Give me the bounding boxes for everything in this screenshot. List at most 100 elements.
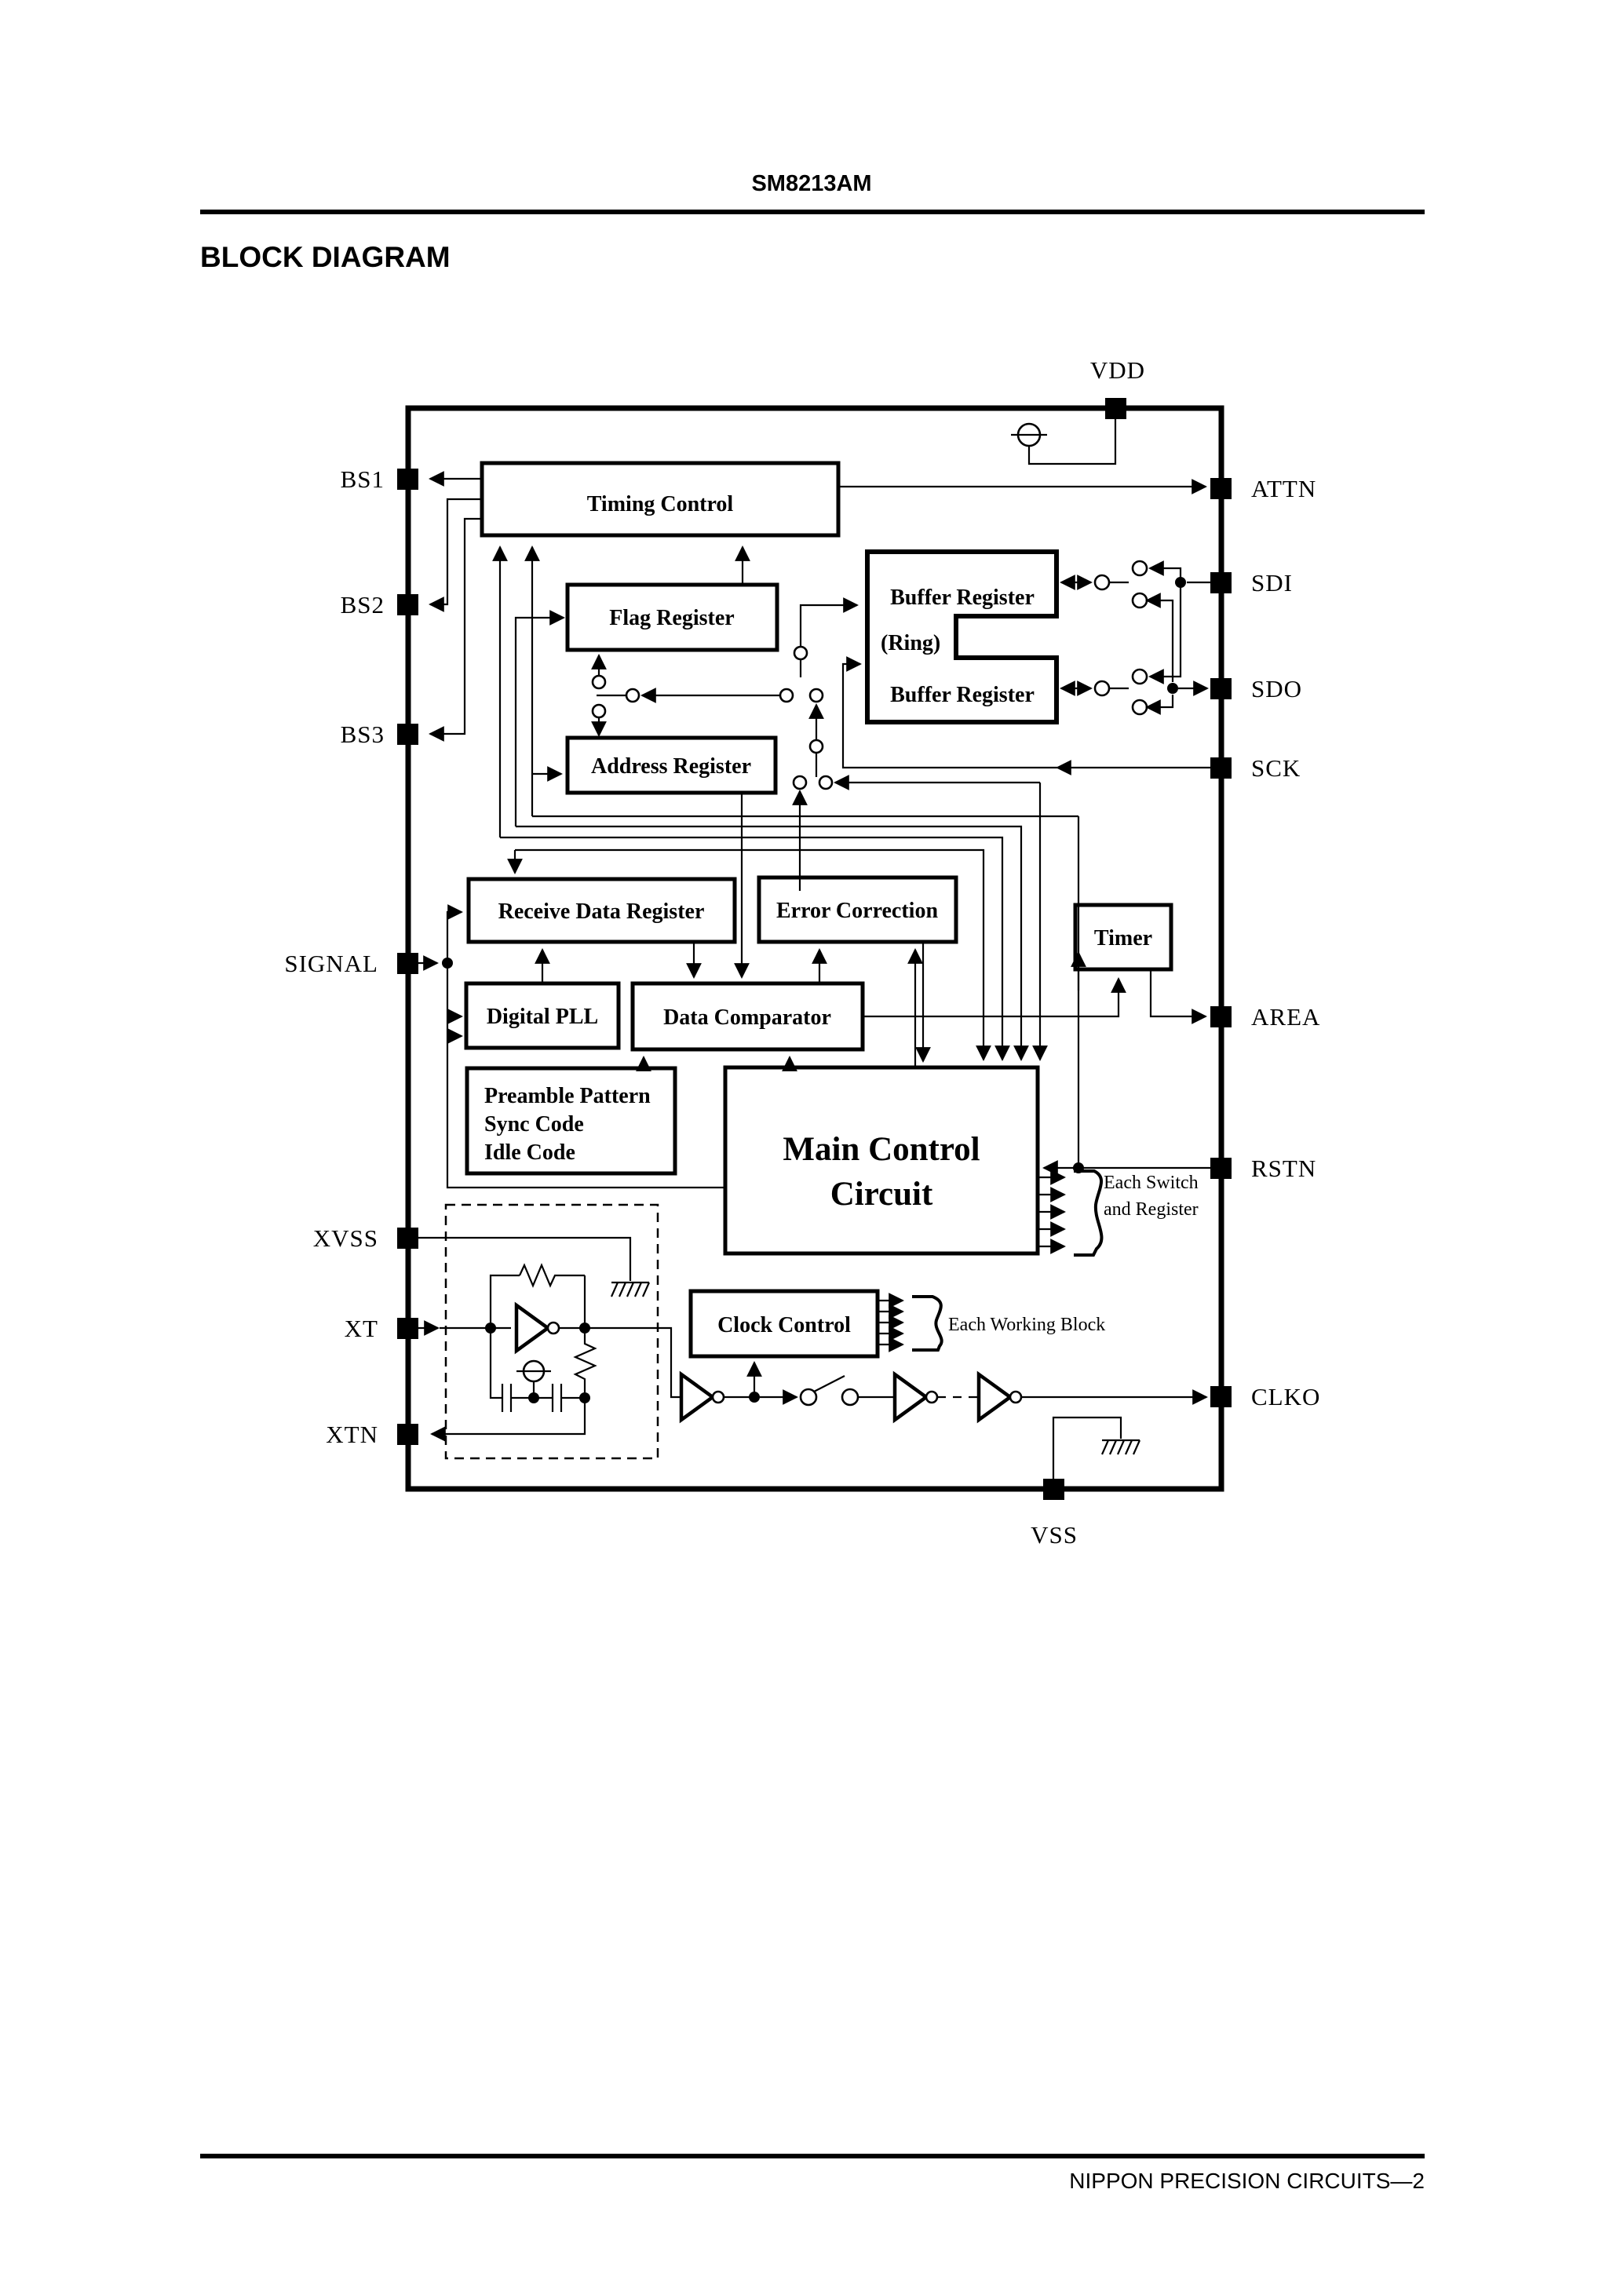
brace-each-working-icon: [912, 1295, 943, 1352]
blocks: Timing Control Flag Register Address Reg…: [464, 461, 1173, 1359]
block-main-control-circuit: [723, 1065, 1040, 1256]
label-xt: XT: [345, 1315, 378, 1342]
bus-h2: [516, 825, 1029, 1061]
block-error-correction: [757, 875, 958, 944]
serial-switch-network: [1060, 560, 1210, 716]
pin-bs1: [397, 469, 418, 490]
series-resistor-icon: [573, 1334, 597, 1392]
block-clock-control: [688, 1289, 880, 1359]
wire-bs2: [429, 498, 482, 612]
label-bs2: BS2: [341, 591, 385, 618]
wire-sdi-to-sdo-throw: [1148, 582, 1182, 684]
block-buffer-register-bottom-label: Buffer Register: [890, 683, 1035, 707]
block-flag-register-label: Flag Register: [609, 606, 734, 630]
annotation-each-switch-line1: Each Switch: [1104, 1173, 1199, 1193]
pin-vss: [1043, 1479, 1064, 1500]
pin-bs3: [397, 724, 418, 745]
switch-throw-sdi-up: [1131, 560, 1148, 577]
footer-rule: [200, 2154, 1425, 2158]
block-code-patterns-line2: Sync Code: [484, 1112, 584, 1137]
switch-circle-flag: [591, 674, 607, 690]
wire-to-buffer-upper: [799, 597, 859, 647]
block-timer-label: Timer: [1094, 926, 1152, 950]
annotation-each-working-block: Each Working Block: [948, 1315, 1105, 1335]
ground-hatch: [610, 1282, 651, 1297]
pin-xtn: [397, 1424, 418, 1445]
clock-switch-pole: [799, 1388, 818, 1407]
pin-sdi: [1210, 572, 1232, 593]
block-data-comparator: [630, 981, 865, 1052]
chain-inverter1-bubble: [711, 1390, 725, 1404]
label-sck: SCK: [1251, 754, 1301, 782]
clock-switch-blade: [813, 1375, 845, 1392]
label-xtn: XTN: [326, 1421, 378, 1448]
each-working-block-annotation: Each Working Block: [878, 1293, 1105, 1352]
switch-circle-c1: [793, 645, 808, 661]
switch-circle-address: [591, 703, 607, 719]
wire-vss: [1052, 1416, 1122, 1479]
oscillator-circuit: [418, 1236, 651, 1442]
wire-timer-to-area: [1149, 969, 1207, 1024]
oscillator-inverter-bubble: [546, 1321, 560, 1335]
page-footer: NIPPON PRECISION CIRCUITS—2: [1069, 2169, 1425, 2193]
brace-each-switch-icon: [1074, 1169, 1104, 1257]
block-flag-register: [565, 582, 779, 652]
pin-squares: [397, 398, 1232, 1500]
inter-block-wires: [535, 793, 1207, 1071]
vss-ground: [1052, 1416, 1141, 1479]
pin-bs2: [397, 594, 418, 615]
wire-xvss: [418, 1236, 632, 1281]
block-timing-control-label: Timing Control: [587, 492, 734, 516]
label-bs1: BS1: [341, 465, 385, 493]
chain-inverter2-icon: [892, 1370, 929, 1424]
wire-vdd: [1027, 419, 1117, 465]
annotation-each-switch-line2: and Register: [1104, 1199, 1199, 1220]
control-bus-bundle: [492, 545, 1078, 1061]
wire-bs3: [429, 517, 482, 742]
junction-caps: [528, 1392, 539, 1403]
block-data-comparator-label: Data Comparator: [663, 1005, 831, 1030]
clock-chain: [585, 1326, 1208, 1424]
block-address-register: [565, 735, 778, 795]
rail-to-flag: [514, 610, 565, 826]
pin-sck: [1210, 757, 1232, 779]
oscillator-inverter-icon: [514, 1301, 551, 1355]
label-clko: CLKO: [1251, 1383, 1320, 1410]
label-vss: VSS: [1031, 1521, 1078, 1549]
block-buffer-register-top-label: Buffer Register: [890, 586, 1035, 610]
block-main-control-line1: Main Control: [783, 1131, 980, 1168]
wire-sdi-to-throw-up: [1148, 560, 1182, 582]
block-clock-control-label: Clock Control: [717, 1313, 851, 1337]
chain-inverter3-icon: [976, 1370, 1013, 1424]
label-vdd: VDD: [1090, 356, 1145, 384]
label-rstn: RSTN: [1251, 1155, 1316, 1182]
wire-comparator-to-timer: [863, 977, 1126, 1018]
wire-xtn: [430, 1398, 586, 1442]
junction-clock: [749, 1392, 760, 1403]
block-main-control-line2: Circuit: [830, 1176, 933, 1213]
block-code-patterns-line1: Preamble Pattern: [484, 1084, 651, 1108]
block-code-patterns: [465, 1066, 677, 1176]
label-area: AREA: [1251, 1003, 1320, 1031]
wire-signal-to-receive: [446, 904, 463, 963]
label-bs3: BS3: [341, 721, 385, 748]
wire-throw-to-sdo-1: [1145, 593, 1174, 682]
wire-throw-to-sdo-2: [1145, 695, 1174, 715]
page-header-part-number: SM8213AM: [751, 171, 871, 196]
each-switch-annotation: Each Switch and Register: [1038, 1169, 1199, 1257]
block-receive-data-register-label: Receive Data Register: [498, 899, 705, 924]
pin-vdd: [1105, 398, 1126, 419]
wire-osc-to-chain: [585, 1326, 680, 1399]
switch-circle-c2: [779, 688, 794, 703]
wire-sck-2: [841, 656, 1057, 769]
label-signal: SIGNAL: [284, 950, 378, 977]
block-address-register-label: Address Register: [591, 754, 751, 779]
header-rule: [200, 210, 1425, 214]
switch-pole-sdo: [1093, 680, 1111, 697]
register-switch-cluster: [591, 597, 1048, 1061]
pin-area: [1210, 1006, 1232, 1027]
block-code-patterns-line3: Idle Code: [484, 1140, 575, 1165]
pin-signal: [397, 953, 418, 974]
